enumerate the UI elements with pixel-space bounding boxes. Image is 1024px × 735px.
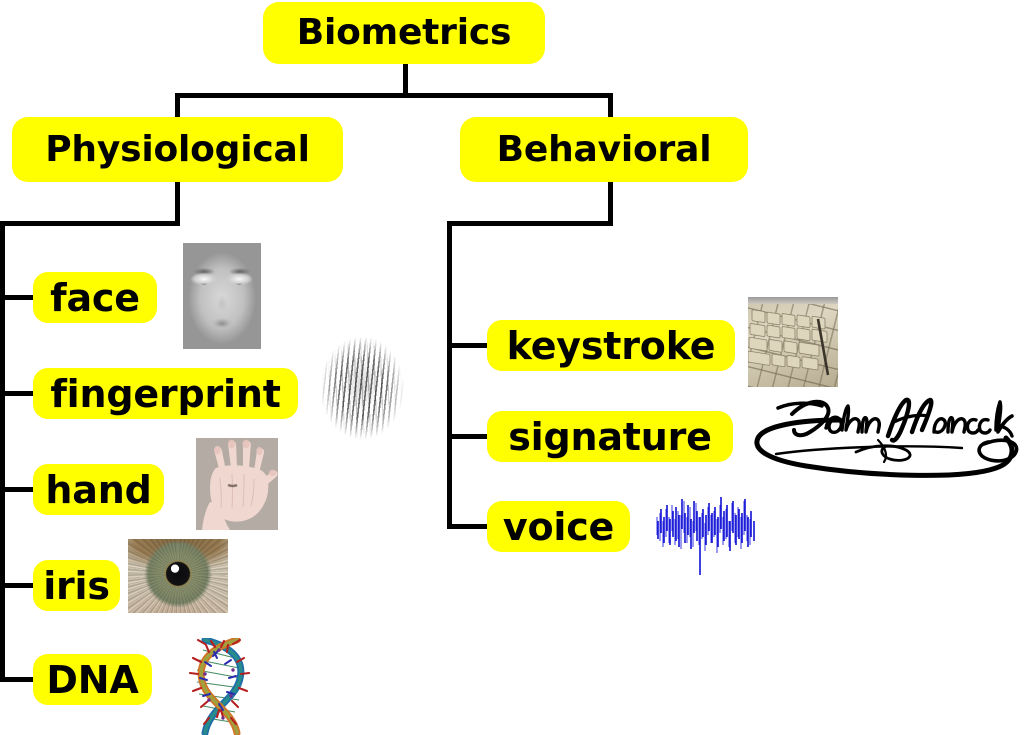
connector-stub-fingerprint xyxy=(0,391,36,396)
connector-stub-signature xyxy=(447,434,490,439)
node-label-biometrics: Biometrics xyxy=(296,12,512,53)
connector-stub-voice xyxy=(447,524,490,529)
node-label-behavioral: Behavioral xyxy=(496,128,712,170)
connector-to-behavioral xyxy=(608,93,613,120)
node-signature[interactable]: signature xyxy=(487,411,733,462)
connector-root-stem xyxy=(403,64,408,97)
node-label-physiological: Physiological xyxy=(45,128,310,170)
connector-root-bar xyxy=(175,93,613,98)
node-hand[interactable]: hand xyxy=(33,464,164,515)
keyboard-keys xyxy=(748,309,830,376)
node-label-hand: hand xyxy=(45,467,152,512)
connector-behavioral-elbow xyxy=(447,221,613,226)
connector-physiological-elbow xyxy=(0,221,180,226)
hand-shape xyxy=(202,439,278,530)
iris-illustration xyxy=(128,539,228,613)
signature-illustration xyxy=(748,392,1022,488)
keystroke-illustration xyxy=(748,297,838,387)
dna-double-helix xyxy=(188,638,251,735)
connector-physiological-stem xyxy=(175,181,180,225)
dna-illustration xyxy=(175,638,271,735)
connector-stub-iris xyxy=(0,583,36,588)
node-behavioral[interactable]: Behavioral xyxy=(460,117,748,182)
node-label-dna: DNA xyxy=(46,657,139,702)
node-iris[interactable]: iris xyxy=(33,560,120,611)
node-label-keystroke: keystroke xyxy=(506,323,716,368)
connector-stub-hand xyxy=(0,487,36,492)
node-dna[interactable]: DNA xyxy=(33,654,152,705)
node-biometrics[interactable]: Biometrics xyxy=(263,2,545,64)
node-fingerprint[interactable]: fingerprint xyxy=(33,368,298,419)
node-label-fingerprint: fingerprint xyxy=(50,371,281,416)
face-illustration xyxy=(183,243,261,349)
node-face[interactable]: face xyxy=(33,272,157,323)
voice-illustration xyxy=(652,487,758,575)
connector-behavioral-trunk xyxy=(447,221,452,529)
connector-physiological-trunk xyxy=(0,221,5,682)
connector-stub-dna xyxy=(0,677,36,682)
keyboard-top-bezel xyxy=(748,297,838,304)
connector-stub-keystroke xyxy=(447,343,490,348)
node-label-face: face xyxy=(50,275,140,320)
fingerprint-illustration xyxy=(318,338,406,442)
node-label-iris: iris xyxy=(43,563,110,608)
node-physiological[interactable]: Physiological xyxy=(12,117,343,182)
node-label-voice: voice xyxy=(502,504,615,549)
handwritten-signature xyxy=(754,397,1019,478)
connector-behavioral-stem xyxy=(608,181,613,225)
connector-stub-face xyxy=(0,295,36,300)
node-voice[interactable]: voice xyxy=(487,501,630,552)
node-keystroke[interactable]: keystroke xyxy=(487,320,735,371)
hand-illustration xyxy=(196,438,278,530)
node-label-signature: signature xyxy=(508,414,712,459)
connector-to-physiological xyxy=(175,93,180,120)
voice-waveform xyxy=(656,497,755,575)
